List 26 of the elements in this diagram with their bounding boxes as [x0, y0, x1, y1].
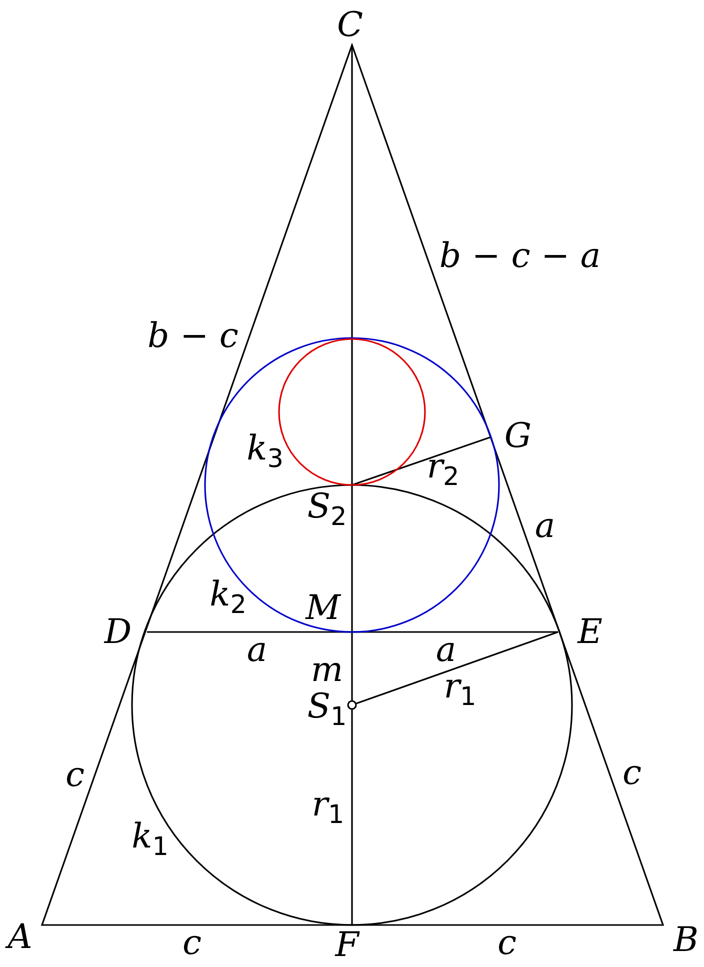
point-label: M	[306, 591, 340, 625]
point-label: S$_{2}$	[307, 489, 347, 531]
point-label: r$_{1}$	[312, 787, 344, 829]
point-label: G	[504, 419, 532, 453]
point-label: a	[436, 633, 456, 667]
point-label: m	[310, 653, 344, 687]
point-label: F	[335, 928, 359, 962]
point-label: b − c	[148, 319, 238, 353]
point-label: k$_{2}$	[210, 577, 246, 619]
point-label: b − c − a	[439, 239, 601, 273]
point-label: B	[674, 923, 698, 957]
point-label: c	[65, 758, 85, 792]
point-label: A	[8, 920, 32, 954]
point-label: D	[104, 615, 132, 649]
point-label: a	[534, 509, 556, 543]
point-label: c	[622, 756, 642, 790]
point-label: c	[497, 926, 517, 960]
point-label: a	[246, 633, 268, 667]
point-label: S$_{1}$	[307, 689, 347, 731]
point-label: E	[578, 615, 602, 649]
point-label: k$_{1}$	[132, 819, 168, 861]
point-label: k$_{3}$	[246, 431, 284, 473]
point-label: c	[182, 926, 202, 960]
point-label: r$_{1}$	[444, 669, 476, 711]
point-label: r$_{2}$	[426, 449, 460, 491]
point-label: C	[337, 8, 363, 42]
